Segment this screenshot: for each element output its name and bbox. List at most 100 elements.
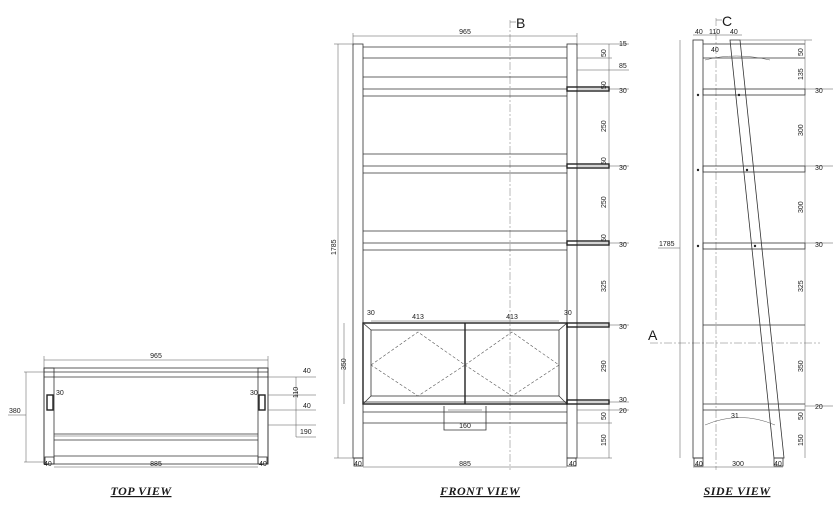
front-drawer-corner-tr: [558, 322, 568, 331]
front-drawer-height: 350: [341, 358, 348, 370]
top-view: 965 30 30 380 40 110 40 190: [8, 353, 316, 498]
side-dowel-5: [696, 244, 700, 248]
top-inset-left: 30: [56, 390, 64, 397]
side-dim-300b: 300: [798, 201, 805, 213]
side-top-left: 40: [695, 29, 703, 36]
side-dim-150: 150: [798, 434, 805, 446]
top-overall-width: 965: [150, 353, 162, 360]
side-top-mid: 110: [709, 29, 720, 36]
side-dim-350: 350: [798, 360, 805, 372]
front-dim-30c: 30: [619, 242, 627, 249]
front-leg-left: 40: [354, 461, 362, 468]
section-marker-c: C: [722, 13, 732, 29]
side-dowel-3: [696, 168, 700, 172]
side-small-top: 40: [711, 47, 719, 54]
top-right-c: 40: [303, 403, 311, 410]
side-rear-foot: [693, 457, 704, 467]
side-dim-50a: 50: [798, 48, 805, 56]
side-rear-post: [692, 39, 704, 459]
top-right-b: 110: [293, 387, 300, 398]
front-handle-width: 160: [459, 423, 471, 430]
front-shelf-pin-5: [566, 399, 610, 405]
front-dim-50b: 50: [601, 81, 608, 89]
front-shelf-pin-3: [566, 240, 610, 246]
front-dim-325: 325: [601, 280, 608, 292]
side-height: 1785: [659, 241, 675, 248]
front-shelf-pin-2: [566, 163, 610, 169]
side-dim-135: 135: [798, 68, 805, 80]
side-view: C A 40 110 40 40 31: [648, 13, 833, 498]
top-depth: 380: [9, 408, 21, 415]
front-dim-50c: 50: [601, 157, 608, 165]
side-slanted-post: [729, 39, 785, 459]
side-shelf-1: [702, 88, 806, 96]
front-dim-85: 85: [619, 63, 627, 70]
front-dim-30a: 30: [619, 88, 627, 95]
side-dim-30b: 30: [815, 165, 823, 172]
side-bottom-left: 40: [695, 461, 703, 468]
side-view-caption: SIDE VIEW: [704, 484, 772, 498]
front-overall-width: 965: [459, 29, 471, 36]
front-dim-20: 20: [619, 408, 627, 415]
front-inner-width: 885: [459, 461, 471, 468]
front-dim-290: 290: [601, 360, 608, 372]
top-inset-right: 30: [250, 390, 258, 397]
side-dowel-2: [737, 93, 741, 97]
section-marker-a: A: [648, 327, 658, 343]
front-drawer-right-width: 413: [506, 314, 518, 321]
side-dim-325: 325: [798, 280, 805, 292]
front-drawer-left-diamond: [370, 331, 466, 397]
top-leg-right: 40: [259, 461, 267, 468]
front-left-foot: [353, 457, 364, 467]
top-right-foot: [257, 456, 268, 465]
front-view-caption: FRONT VIEW: [439, 484, 521, 498]
side-dim-30a: 30: [815, 88, 823, 95]
front-right-foot: [566, 457, 577, 467]
front-dim-250b: 250: [601, 196, 608, 208]
side-dim-50b: 50: [798, 412, 805, 420]
front-handle: [443, 406, 487, 431]
front-dim-30d: 30: [619, 324, 627, 331]
front-dim-50d: 50: [601, 234, 608, 242]
front-dim-30e: 30: [619, 397, 627, 404]
side-bottom-arc: [704, 417, 776, 426]
front-drawer-inset-right: 30: [564, 310, 572, 317]
side-bottom-right: 40: [774, 461, 782, 468]
front-shelf-pin-1: [566, 86, 610, 92]
front-drawer-corner-br: [558, 395, 568, 405]
front-view: B 965: [331, 15, 629, 498]
front-left-post: [352, 43, 364, 459]
side-dim-30c: 30: [815, 242, 823, 249]
front-drawer-corner-tl: [362, 322, 372, 331]
side-top-arc: [704, 55, 771, 61]
section-marker-b: B: [516, 15, 525, 31]
top-left-inset: [46, 394, 54, 411]
top-left-post: [43, 367, 55, 465]
front-height: 1785: [331, 239, 338, 255]
top-inner-width: 885: [150, 461, 162, 468]
front-right-post: [566, 43, 578, 459]
top-view-caption: TOP VIEW: [110, 484, 172, 498]
top-right-a: 40: [303, 368, 311, 375]
front-dim-150: 150: [601, 434, 608, 446]
top-left-foot: [44, 456, 55, 465]
side-dim-20: 20: [815, 404, 823, 411]
front-drawer-inset-left: 30: [367, 310, 375, 317]
front-dim-50a: 50: [601, 49, 608, 57]
front-dim-50e: 50: [601, 412, 608, 420]
front-dim-15: 15: [619, 41, 627, 48]
side-dim-300a: 300: [798, 124, 805, 136]
side-front-foot: [773, 457, 784, 467]
top-right-inset: [258, 394, 266, 411]
side-bottom-mid: 300: [732, 461, 744, 468]
side-top-right: 40: [730, 29, 738, 36]
side-dowel-4: [745, 168, 749, 172]
front-leg-right: 40: [569, 461, 577, 468]
top-right-post: [257, 367, 269, 465]
top-leg-left: 40: [44, 461, 52, 468]
side-dowel-6: [753, 244, 757, 248]
front-dim-250a: 250: [601, 120, 608, 132]
front-drawer-left-width: 413: [412, 314, 424, 321]
